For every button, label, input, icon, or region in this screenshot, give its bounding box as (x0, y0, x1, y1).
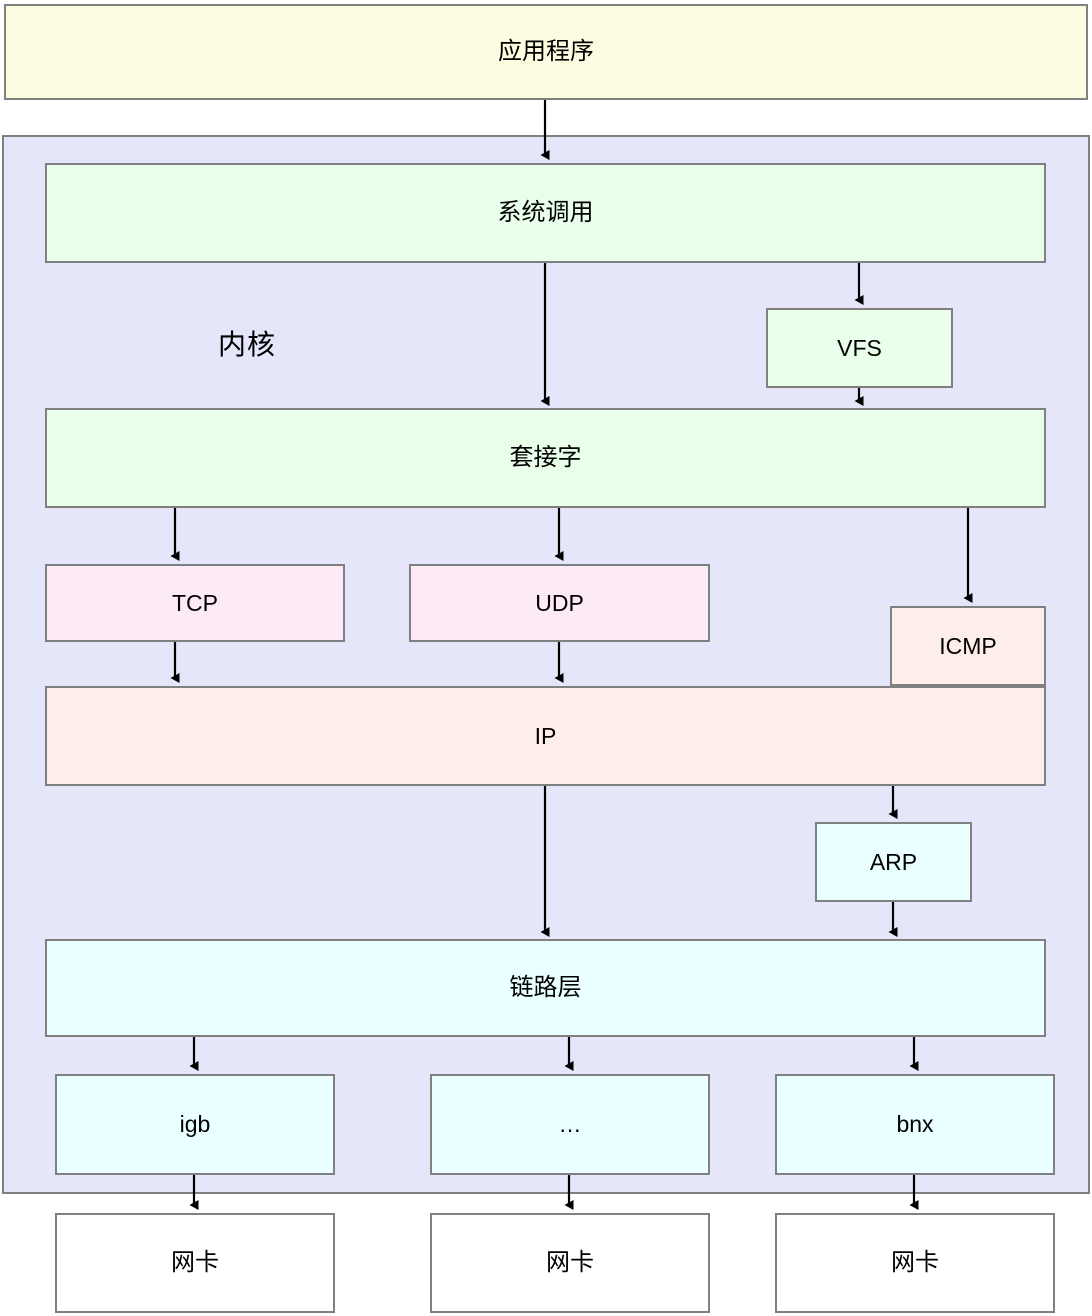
node-driver-igb-label: igb (179, 1111, 211, 1137)
node-nic-middle[interactable]: 网卡 (430, 1213, 710, 1313)
node-socket[interactable]: 套接字 (45, 408, 1046, 508)
node-ip[interactable]: IP (45, 686, 1046, 786)
node-nic-left[interactable]: 网卡 (55, 1213, 335, 1313)
node-arp[interactable]: ARP (815, 822, 972, 902)
node-icmp[interactable]: ICMP (890, 606, 1046, 686)
node-udp-label: UDP (535, 589, 584, 616)
node-link-layer-label: 链路层 (509, 974, 582, 1001)
node-icmp-label: ICMP (939, 632, 997, 659)
node-nic-middle-label: 网卡 (546, 1249, 594, 1276)
node-nic-left-label: 网卡 (171, 1249, 219, 1276)
kernel-label: 内核 (218, 329, 277, 360)
node-driver-bnx-label: bnx (896, 1111, 934, 1137)
node-arp-label: ARP (869, 848, 918, 875)
node-udp[interactable]: UDP (409, 564, 710, 642)
node-application[interactable]: 应用程序 (4, 4, 1088, 100)
node-driver-bnx[interactable]: bnx (775, 1074, 1055, 1175)
node-nic-right[interactable]: 网卡 (775, 1213, 1055, 1313)
node-application-label: 应用程序 (498, 38, 594, 65)
node-driver-ellipsis-label: … (558, 1111, 582, 1137)
node-syscall-label: 系统调用 (497, 199, 594, 226)
node-vfs-label: VFS (837, 334, 882, 361)
node-tcp[interactable]: TCP (45, 564, 345, 642)
node-tcp-label: TCP (172, 589, 218, 616)
node-vfs[interactable]: VFS (766, 308, 953, 388)
node-socket-label: 套接字 (509, 444, 582, 471)
node-syscall[interactable]: 系统调用 (45, 163, 1046, 263)
node-nic-right-label: 网卡 (891, 1249, 939, 1276)
node-driver-ellipsis[interactable]: … (430, 1074, 710, 1175)
node-ip-label: IP (534, 722, 557, 749)
node-link-layer[interactable]: 链路层 (45, 939, 1046, 1037)
node-driver-igb[interactable]: igb (55, 1074, 335, 1175)
